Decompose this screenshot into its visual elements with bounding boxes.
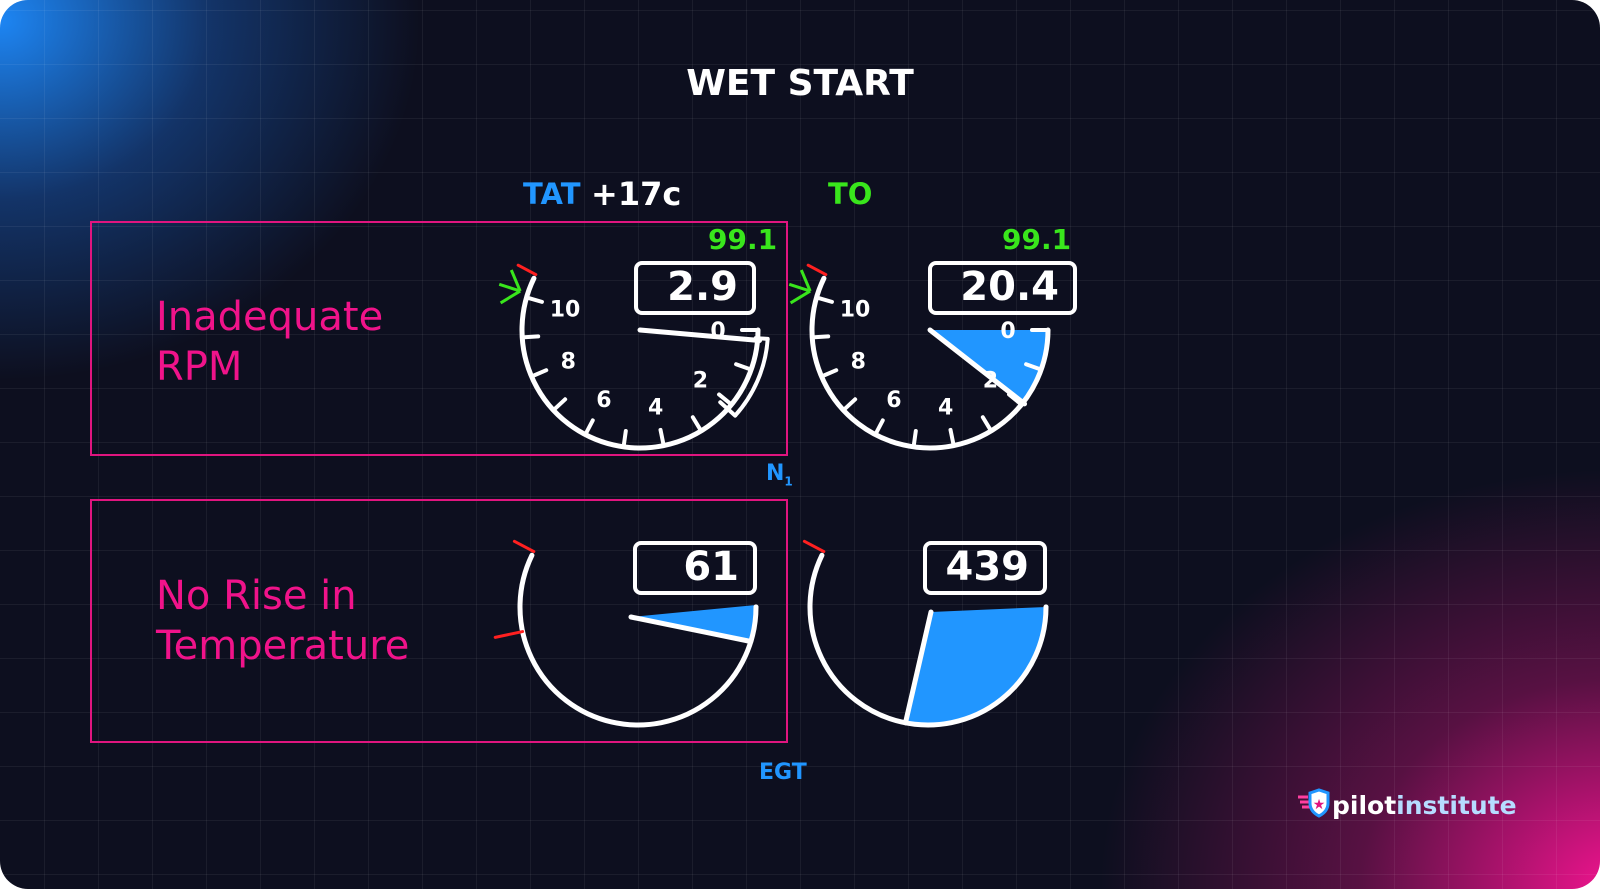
page-title: WET START [686,63,914,104]
tat-value: +17c [591,175,682,213]
egt-readout-right: 439 [923,541,1047,595]
n1-scale-label: 0 [1000,319,1015,344]
n1-limit-right: 99.1 [1002,223,1072,256]
tat-label: TAT [523,177,581,211]
n1-scale-label: 0 [710,319,725,344]
n1-scale-label: 4 [648,395,663,420]
n1-readout-right: 20.4 [928,261,1077,315]
n1-tick [583,418,595,437]
n1-scale-label: 8 [851,350,866,375]
rpm-highlight-box [90,221,788,456]
n1-scale-label: 10 [840,298,871,323]
egt-needle-left [628,614,754,644]
n1-tick [911,429,918,449]
n1-tick [529,368,549,379]
n1-command-bracket [733,338,770,417]
temperature-highlight-box [90,499,788,743]
n1-tick [658,427,666,448]
n1-tick [814,295,834,304]
n1-tick [980,415,994,433]
n1-readout-left: 2.9 [634,261,756,315]
egt-dial-arc-left [517,552,759,728]
n1-needle-right [927,327,1028,407]
n1-limit-marker [498,269,522,305]
logo-text-institute: institute [1396,791,1517,820]
n1-label: N1 [766,461,793,489]
egt-fill-right [905,607,1046,726]
n1-tick [948,427,956,448]
egt-needle-right [902,609,934,726]
n1-scale-label: 6 [886,388,901,413]
n1-tick [819,368,839,379]
n1-redline-marker [516,263,538,277]
egt-readout-left: 61 [633,541,757,595]
n1-label-text: N [766,461,785,486]
annotation-line: Temperature [156,623,410,669]
n1-tick [734,362,754,372]
n1-redline-marker [806,263,828,277]
n1-tick [690,415,704,433]
n1-scale-label: 10 [550,298,581,323]
n1-tick [873,418,885,437]
annotation-line: RPM [156,344,243,390]
n1-subscript: 1 [784,474,793,489]
n1-scale-label: 4 [938,395,953,420]
n1-bracket-end [718,400,738,418]
n1-tick [717,392,734,407]
n1-fill-right [930,330,1048,403]
annotation-line: Inadequate [156,294,384,340]
annotation-line: No Rise in [156,573,357,619]
egt-dial-arc-right [807,552,1049,728]
n1-tick [621,429,628,449]
n1-scale-label: 6 [596,388,611,413]
n1-dial-arc-right [809,275,1051,451]
n1-limit-marker [788,269,812,305]
n1-tick [810,334,831,340]
svg-text:★: ★ [1313,797,1326,813]
n1-tick [1024,362,1044,372]
egt-redline-marker [512,539,536,554]
thrust-mode-label: TO [828,177,873,211]
n1-limit-left: 99.1 [708,223,778,256]
shield-star-icon: ★ [1298,788,1330,818]
n1-tick [524,295,544,304]
egt-fill-left [631,604,757,642]
n1-tick [551,397,568,413]
inadequate-rpm-label: Inadequate RPM [156,292,383,392]
logo-text-pilot: pilot [1332,791,1397,820]
egt-label: EGT [759,760,807,785]
n1-tick [520,334,541,340]
n1-needle-left [637,327,763,343]
n1-bracket-end [753,336,770,341]
egt-start-limit-marker [493,630,525,639]
n1-dial-arc-left [519,275,761,451]
n1-scale-label: 8 [561,350,576,375]
egt-redline-marker [802,539,826,554]
pilot-institute-logo: ★ pilotinstitute [1296,784,1517,820]
n1-scale-label: 2 [693,368,708,393]
n1-tick [841,397,858,413]
no-rise-temperature-label: No Rise in Temperature [156,571,409,671]
